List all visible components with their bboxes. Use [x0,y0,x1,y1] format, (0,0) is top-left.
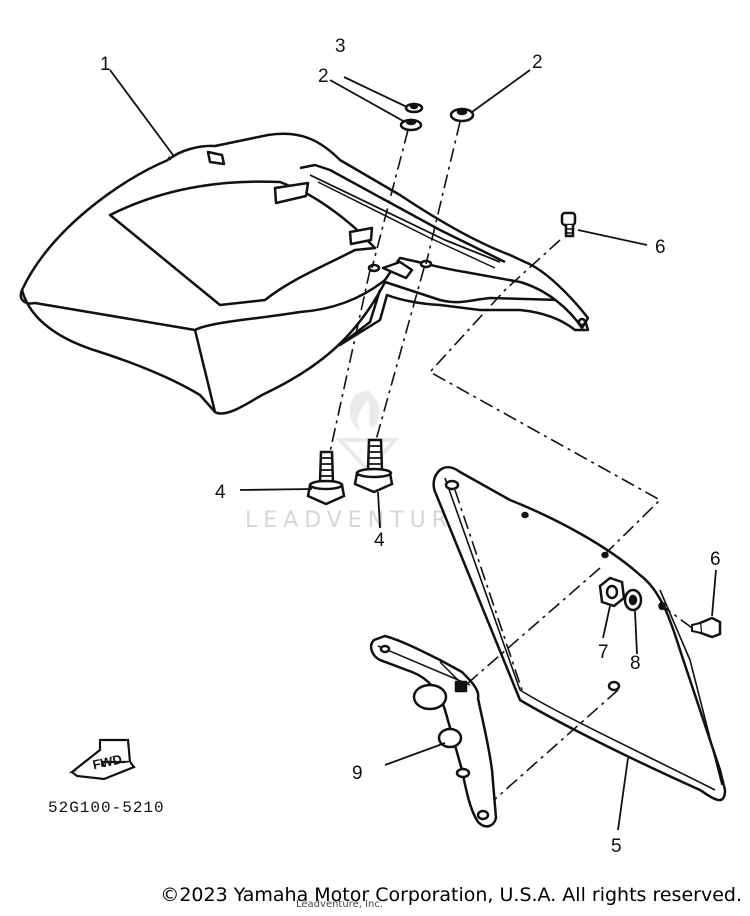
nut-part-7 [598,576,626,608]
callout-2b: 2 [532,52,543,73]
parts-diagram: LEADVENTURE [19,36,727,857]
bracket-part-5 [432,466,727,802]
footer-small-text: Leadventure, Inc. [296,899,384,910]
callout-5: 5 [611,836,622,857]
callout-3: 3 [335,36,346,57]
callout-7: 7 [598,642,609,663]
callout-4a: 4 [215,482,226,503]
callout-4b: 4 [374,530,385,551]
callout-8: 8 [630,653,641,674]
grommet-part-2b [449,107,475,123]
callout-6a: 6 [655,237,666,258]
leader-lines [109,69,717,831]
fender-part-1 [19,132,590,415]
grommet-part-2a [399,118,423,132]
screw-part-6a [560,211,577,238]
fwd-label: FWD [91,751,123,772]
callout-2a: 2 [318,66,329,87]
copyright-notice: ©2023 Yamaha Motor Corporation, U.S.A. A… [160,884,742,906]
callout-9: 9 [352,763,363,784]
washer-part-8 [623,588,643,612]
watermark-text: LEADVENTURE [245,508,473,533]
nut-part-3 [404,102,424,114]
bolt-part-4a [306,450,346,506]
figure-code: 52G100-5210 [48,799,165,817]
bracket-part-9 [369,634,498,828]
assembly-dashed-lines [329,121,693,801]
callout-6b: 6 [710,549,721,570]
bolt-part-4b [353,438,394,494]
fwd-arrow-icon [68,738,136,781]
callout-1: 1 [100,54,111,75]
screw-part-6b [691,616,722,639]
